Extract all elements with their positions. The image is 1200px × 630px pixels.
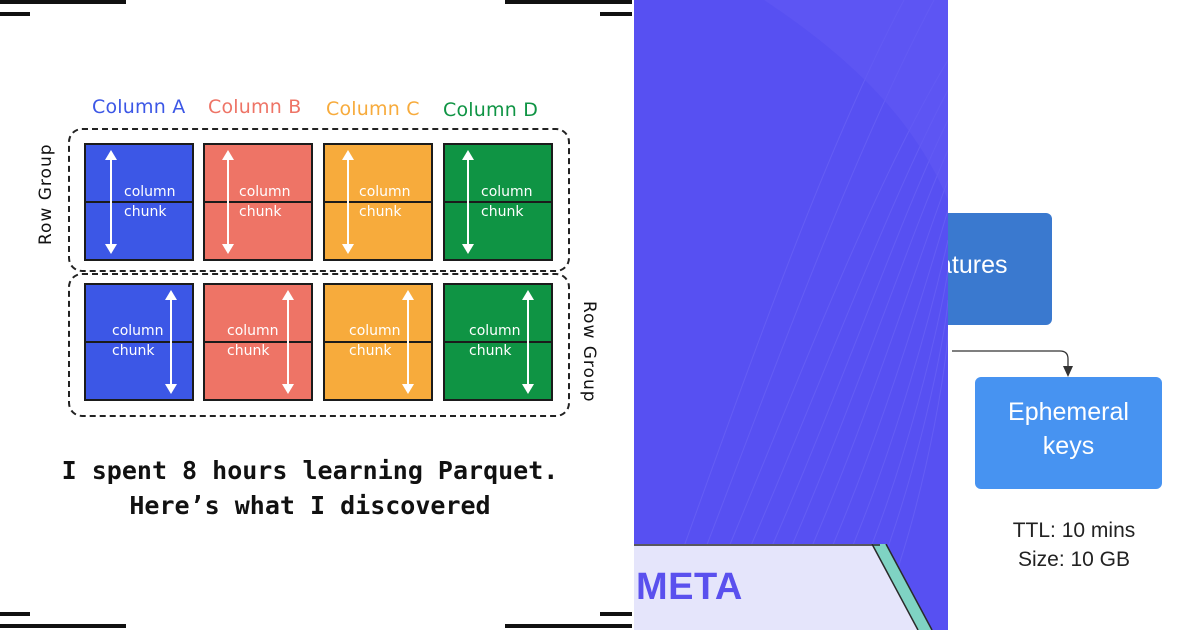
double-arrow-icon (165, 290, 177, 394)
headline-line-2: Here’s what I discovered (129, 491, 491, 520)
row-group-2-outline (68, 273, 570, 417)
ttl-text: TTL: 10 mins (1012, 519, 1136, 542)
corner-mark (0, 624, 126, 628)
background-waves (653, 0, 948, 630)
chunk-divider (84, 201, 194, 203)
meta-banner-shape (634, 544, 933, 630)
features-label: atures (948, 251, 1008, 279)
row-group-1-outline (68, 128, 570, 272)
connector-arrow (952, 350, 1073, 377)
corner-mark (505, 624, 632, 628)
size-text: Size: 10 GB (1017, 548, 1131, 571)
double-arrow-icon (402, 290, 414, 394)
meta-label: META (636, 566, 743, 608)
double-arrow-icon (462, 150, 474, 254)
headline-line-1: I spent 8 hours learning Parquet. (61, 456, 559, 485)
chunk-divider (203, 201, 313, 203)
column-c-title: Column C (326, 98, 420, 120)
double-arrow-icon (105, 150, 117, 254)
double-arrow-icon (522, 290, 534, 394)
parquet-panel: Column A Column B Column C Column D Row … (0, 0, 632, 630)
corner-mark (0, 612, 30, 616)
row-group-1-label: Row Group (36, 143, 56, 245)
chunk-divider (443, 201, 553, 203)
column-b-title: Column B (208, 96, 302, 118)
chunk-divider (84, 341, 194, 343)
row-group-2-label: Row Group (579, 301, 599, 403)
chunk-divider (443, 341, 553, 343)
meta-panel: META (634, 0, 948, 630)
chunk-divider (203, 341, 313, 343)
double-arrow-icon (222, 150, 234, 254)
chunk-divider (323, 201, 433, 203)
corner-mark (0, 0, 126, 4)
features-box: atures (948, 213, 1052, 325)
corner-mark (600, 12, 632, 16)
corner-mark (600, 612, 632, 616)
corner-mark (0, 12, 30, 16)
corner-mark (505, 0, 632, 4)
column-a-title: Column A (92, 96, 186, 118)
chunk-divider (323, 341, 433, 343)
column-d-title: Column D (443, 99, 539, 121)
double-arrow-icon (342, 150, 354, 254)
double-arrow-icon (282, 290, 294, 394)
